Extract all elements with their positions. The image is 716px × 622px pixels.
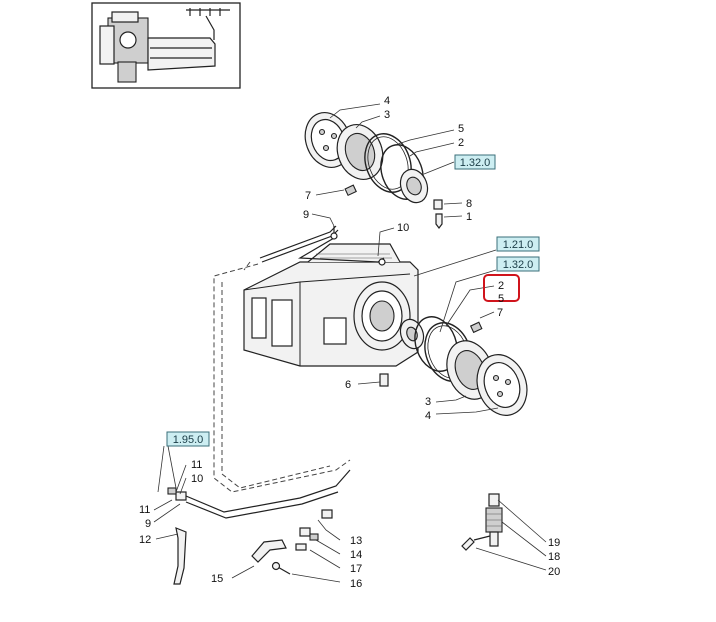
reference-label: 1.95.0 xyxy=(173,434,204,446)
callout-3-upper[interactable]: 3 xyxy=(384,109,390,121)
callout-20[interactable]: 20 xyxy=(548,566,560,578)
reference-box-132-mid[interactable]: 1.32.0 xyxy=(496,256,540,272)
bracket-12 xyxy=(173,527,187,585)
lower-gear-4 xyxy=(476,354,528,416)
callout-5-lower[interactable]: 5 xyxy=(498,293,504,305)
locator-thumbnail xyxy=(91,2,241,89)
sensor-18-19-20 xyxy=(461,493,503,551)
callout-10-lower[interactable]: 10 xyxy=(191,473,203,485)
callout-7-lower[interactable]: 7 xyxy=(497,307,503,319)
callout-17[interactable]: 17 xyxy=(350,563,362,575)
upper-seal-5 xyxy=(364,133,412,193)
fitting-1 xyxy=(435,213,443,229)
selected-part-highlight xyxy=(483,274,520,302)
callout-4-upper[interactable]: 4 xyxy=(384,95,390,107)
callout-13[interactable]: 13 xyxy=(350,535,362,547)
reference-label: 1.32.0 xyxy=(503,259,534,271)
lube-pipes xyxy=(185,225,386,519)
callout-11-upper[interactable]: 11 xyxy=(191,459,202,471)
callout-11-lower[interactable]: 11 xyxy=(139,504,150,516)
callout-3-lower[interactable]: 3 xyxy=(425,396,431,408)
callout-2-highlighted[interactable]: 2 xyxy=(498,280,504,292)
reference-label: 1.21.0 xyxy=(503,239,534,251)
bracket-15 xyxy=(251,539,287,563)
callout-4-lower[interactable]: 4 xyxy=(425,410,431,422)
reference-box-195[interactable]: 1.95.0 xyxy=(166,431,210,447)
callout-9-lower[interactable]: 9 xyxy=(145,518,151,530)
callout-labels: 4 3 5 2 7 8 1 9 10 2 5 7 6 3 4 11 10 11 … xyxy=(139,95,560,590)
callout-12[interactable]: 12 xyxy=(139,534,151,546)
plug-6 xyxy=(379,373,389,387)
callout-6[interactable]: 6 xyxy=(345,379,351,391)
callout-10-upper[interactable]: 10 xyxy=(397,222,409,234)
lower-spring-7 xyxy=(469,321,483,334)
callout-14[interactable]: 14 xyxy=(350,549,362,561)
callout-18[interactable]: 18 xyxy=(548,551,560,563)
callout-8[interactable]: 8 xyxy=(466,198,472,210)
callout-9-upper[interactable]: 9 xyxy=(303,209,309,221)
plug-8 xyxy=(433,199,443,210)
reference-box-121[interactable]: 1.21.0 xyxy=(496,236,540,252)
callout-15[interactable]: 15 xyxy=(211,573,223,585)
bolt-16 xyxy=(271,561,291,575)
reference-label: 1.32.0 xyxy=(460,157,491,169)
transmission-housing xyxy=(243,243,419,367)
leader-lines xyxy=(153,103,547,583)
lower-seal-2 xyxy=(414,316,458,372)
clamps-13-14-17 xyxy=(295,509,333,551)
callout-1[interactable]: 1 xyxy=(466,211,472,223)
callout-2-upper[interactable]: 2 xyxy=(458,137,464,149)
reference-box-132-top[interactable]: 1.32.0 xyxy=(454,154,496,170)
upper-hub xyxy=(399,168,429,204)
upper-spring-7 xyxy=(344,184,357,197)
callout-16[interactable]: 16 xyxy=(350,578,362,590)
callout-5-upper[interactable]: 5 xyxy=(458,123,464,135)
callout-7-upper[interactable]: 7 xyxy=(305,190,311,202)
callout-19[interactable]: 19 xyxy=(548,537,560,549)
